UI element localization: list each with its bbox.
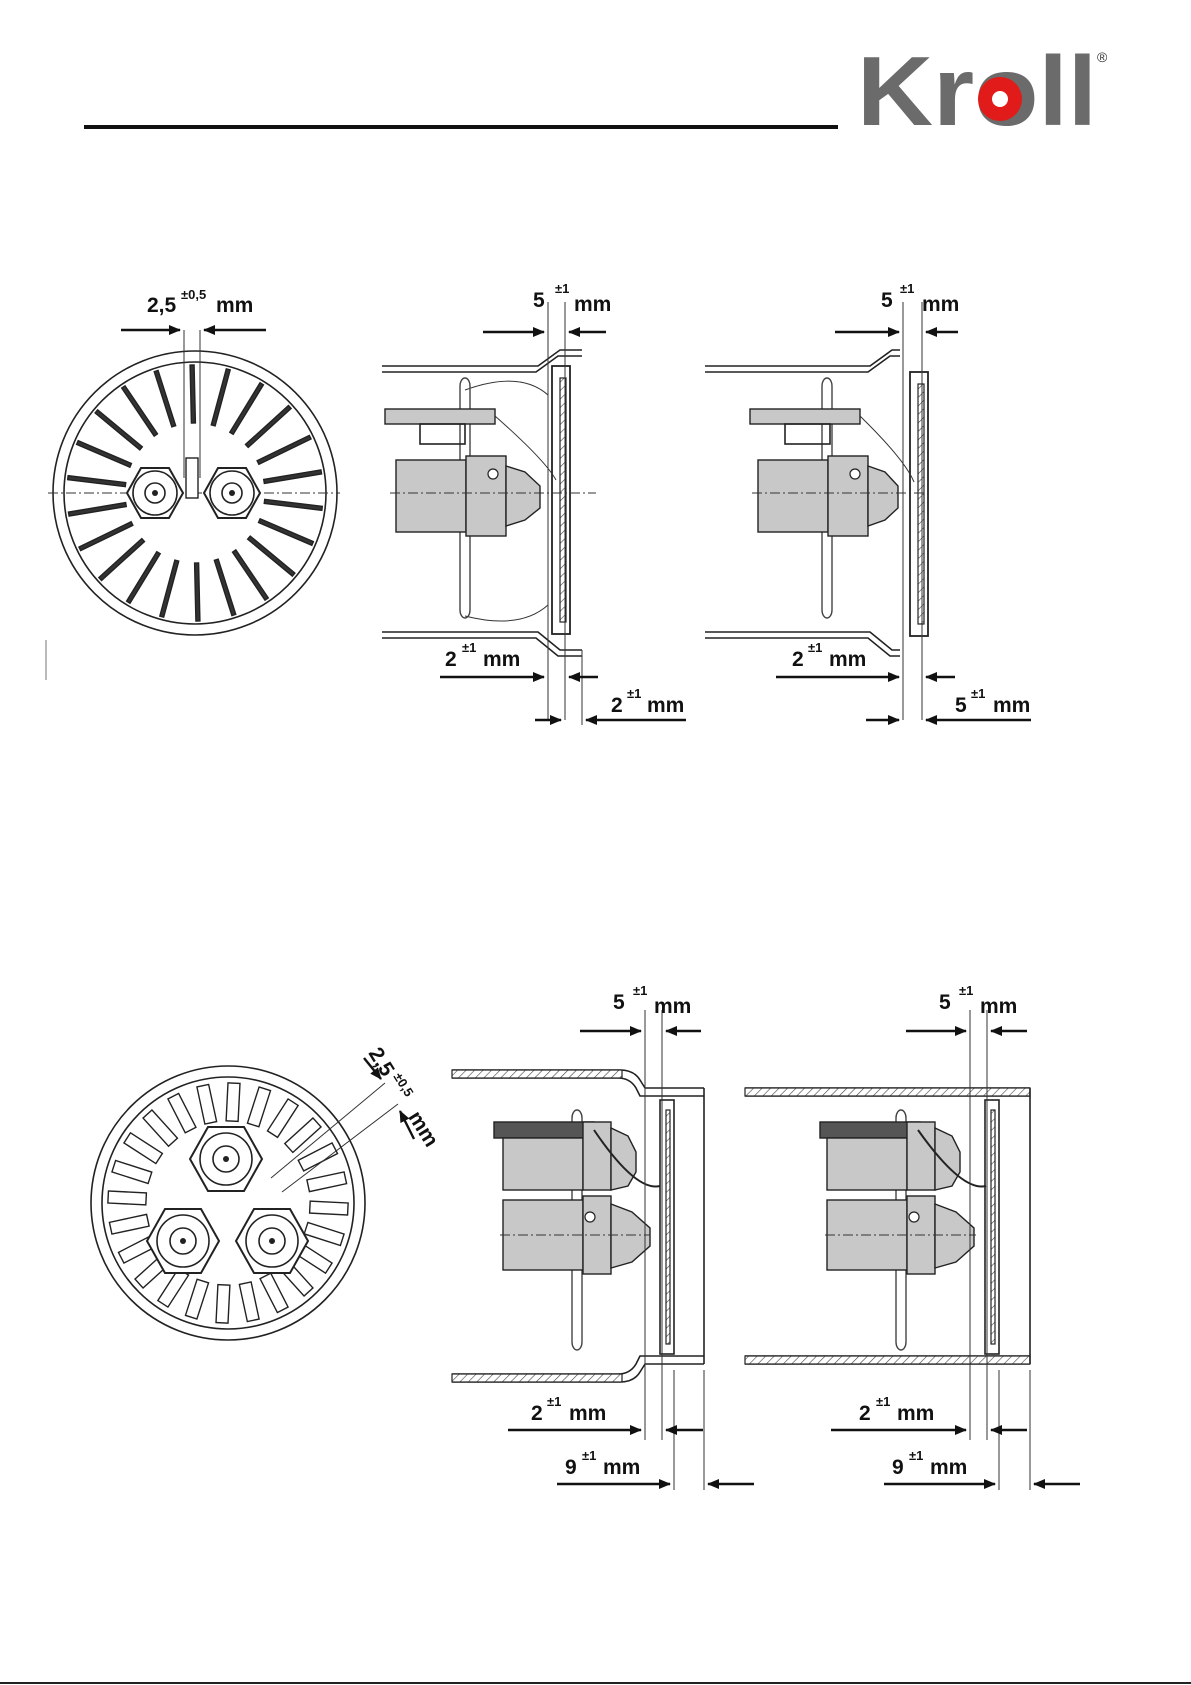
- svg-text:mm: mm: [922, 293, 959, 316]
- svg-text:2: 2: [792, 648, 804, 671]
- swirl-blade: [307, 1172, 347, 1192]
- dim-tolerance: ±0,5: [181, 287, 206, 302]
- swirl-blade: [68, 503, 126, 517]
- svg-text:5: 5: [939, 991, 951, 1014]
- swirl-blade: [257, 435, 311, 464]
- swirl-blade: [68, 476, 126, 487]
- swirl-blade: [168, 1093, 196, 1132]
- svg-text:2: 2: [859, 1402, 871, 1425]
- svg-text:2: 2: [445, 648, 457, 671]
- svg-text:mm: mm: [897, 1402, 934, 1425]
- swirl-blade: [195, 563, 200, 621]
- swirl-blade: [230, 383, 264, 435]
- swirl-blade: [77, 441, 132, 468]
- swirl-blade: [124, 1133, 162, 1164]
- dim-unit: mm: [216, 294, 253, 317]
- svg-text:5: 5: [881, 289, 893, 312]
- top-front-view: 2,5 ±0,5 mm: [48, 287, 340, 635]
- swirl-blade: [197, 1084, 217, 1124]
- svg-text:5: 5: [533, 289, 545, 312]
- swirl-blade: [95, 410, 142, 450]
- swirl-blade: [158, 1269, 189, 1307]
- svg-text:mm: mm: [603, 1456, 640, 1479]
- svg-text:5: 5: [955, 694, 967, 717]
- swirl-blade: [310, 1201, 349, 1215]
- swirl-blade: [259, 519, 314, 546]
- swirl-blade: [298, 1143, 337, 1171]
- swirl-blade: [264, 470, 322, 484]
- svg-text:5: 5: [613, 991, 625, 1014]
- svg-text:mm: mm: [930, 1456, 967, 1479]
- svg-text:±1: ±1: [971, 686, 985, 701]
- dim-tolerance: ±0,5: [391, 1070, 417, 1099]
- bottom-side-view-right: 5 ±1 mm 2 ±1 mm 9 ±1 mm: [745, 983, 1080, 1490]
- swirl-blade: [127, 552, 161, 604]
- swirl-blade: [264, 499, 322, 510]
- dim-value: 2,5: [147, 294, 177, 317]
- svg-text:±1: ±1: [808, 640, 822, 655]
- swirl-blade: [248, 536, 295, 576]
- kroll-logo: Kroll ®: [857, 36, 1108, 146]
- svg-text:mm: mm: [980, 995, 1017, 1018]
- swirl-blade: [143, 1110, 177, 1146]
- swirl-blade: [239, 1282, 259, 1322]
- swirl-blade: [99, 539, 145, 581]
- svg-text:mm: mm: [829, 648, 866, 671]
- swirl-blade: [304, 1222, 344, 1245]
- swirl-blade: [79, 522, 133, 551]
- swirl-blade: [245, 406, 291, 448]
- svg-text:mm: mm: [483, 648, 520, 671]
- swirl-blade: [247, 1087, 270, 1127]
- svg-text:2: 2: [531, 1402, 543, 1425]
- swirl-blade: [109, 1214, 149, 1234]
- swirl-blade: [216, 1285, 230, 1324]
- svg-text:mm: mm: [993, 694, 1030, 717]
- swirl-blade: [185, 1279, 208, 1319]
- svg-text:±1: ±1: [547, 1394, 561, 1409]
- swirl-blade: [285, 1118, 321, 1152]
- top-side-view-right: 5 ±1 mm 2 ±1 mm 5 ±1 mm: [705, 281, 1031, 720]
- swirl-blade: [233, 550, 269, 600]
- swirl-blade: [267, 1099, 298, 1137]
- nozzle-holder: [396, 460, 466, 532]
- svg-text:9: 9: [892, 1456, 904, 1479]
- svg-text:2: 2: [611, 694, 623, 717]
- svg-text:±1: ±1: [959, 983, 973, 998]
- svg-text:±1: ±1: [462, 640, 476, 655]
- svg-text:±1: ±1: [582, 1448, 596, 1463]
- swirl-blade: [260, 1273, 288, 1312]
- swirl-blade: [122, 386, 158, 436]
- top-side-view-left: 5 ±1 mm 2 ±1 mm 2 ±1 mm: [382, 281, 686, 725]
- swirl-blade: [108, 1191, 147, 1205]
- svg-text:mm: mm: [654, 995, 691, 1018]
- swirl-blades: [108, 1083, 348, 1323]
- swirl-blade: [160, 560, 179, 617]
- nozzle: [506, 466, 540, 526]
- swirl-blade: [190, 365, 195, 423]
- ignition-electrode: [385, 409, 495, 424]
- svg-text:±1: ±1: [876, 1394, 890, 1409]
- swirl-blade: [112, 1160, 152, 1183]
- svg-text:±1: ±1: [909, 1448, 923, 1463]
- swirl-blade: [226, 1083, 240, 1122]
- svg-text:Kroll: Kroll: [857, 36, 1097, 146]
- bottom-side-view-left: 5 ±1 mm 2 ±1 mm 9 ±1 mm: [452, 983, 754, 1490]
- svg-text:±1: ±1: [555, 281, 569, 296]
- svg-text:±1: ±1: [633, 983, 647, 998]
- svg-text:mm: mm: [647, 694, 684, 717]
- swirl-blade: [154, 370, 175, 426]
- swirl-blade: [211, 369, 230, 426]
- svg-text:9: 9: [565, 1456, 577, 1479]
- svg-text:mm: mm: [569, 1402, 606, 1425]
- svg-text:mm: mm: [574, 293, 611, 316]
- svg-text:±1: ±1: [627, 686, 641, 701]
- swirl-blade: [214, 559, 235, 615]
- registered-mark: ®: [1097, 49, 1108, 65]
- svg-text:±1: ±1: [900, 281, 914, 296]
- bottom-front-view: 2,5 ±0,5 mm: [91, 1042, 445, 1340]
